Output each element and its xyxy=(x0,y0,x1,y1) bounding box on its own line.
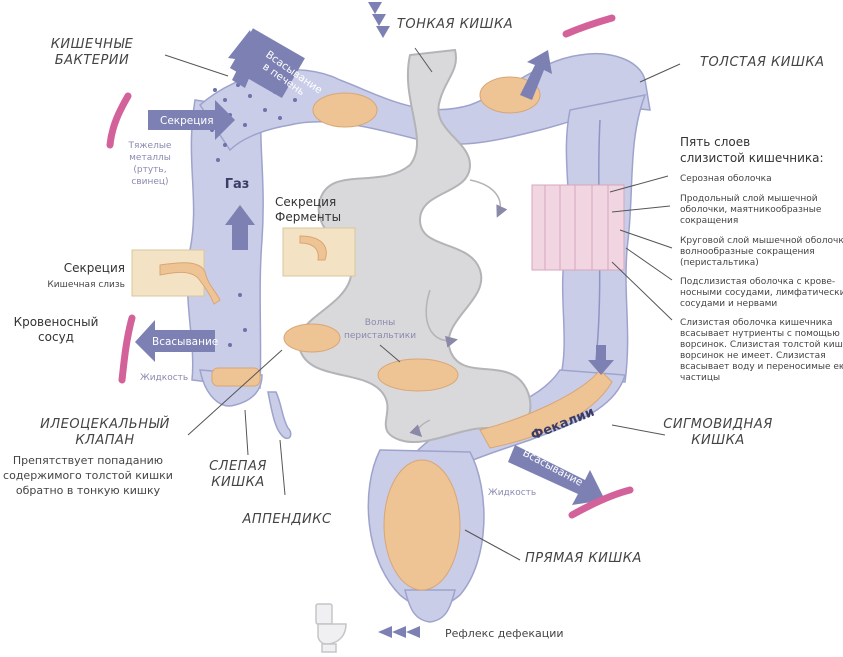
label-ileocecal-2: КЛАПАН xyxy=(75,433,134,448)
label-heavy-metals-4: свинец) xyxy=(131,177,168,187)
label-secretion-enzymes-1: Секреция xyxy=(275,195,336,209)
label-peristalsis-1: Волны xyxy=(365,318,395,328)
layer-serous: Серозная оболочка xyxy=(680,174,772,184)
mucosa-layers-band xyxy=(531,184,625,271)
label-fluid-left: Жидкость xyxy=(140,373,188,383)
label-small-intestine: ТОНКАЯ КИШКА xyxy=(397,17,513,32)
layer-circular-1: Круговой слой мышечной оболочки, xyxy=(680,236,843,246)
label-appendix: АППЕНДИКС xyxy=(241,512,332,527)
label-blood-vessel-2: сосуд xyxy=(38,330,74,344)
label-cecum-2: КИШКА xyxy=(211,475,264,490)
toilet-icon xyxy=(315,603,347,653)
layer-longitudinal-2: оболочки, маятникообразные xyxy=(680,205,822,215)
label-cecum-1: СЛЕПАЯ xyxy=(209,459,267,474)
vessel-mid-left xyxy=(118,314,136,384)
arrow-absorption-liver xyxy=(228,28,305,99)
flow-arrow-2 xyxy=(409,419,431,438)
arrow-gas xyxy=(225,205,255,250)
vessel-top-right xyxy=(562,14,616,38)
label-secretion-enzymes-2: Ферменты xyxy=(275,210,341,224)
layer-mucosa-2: всасывает нутриенты с помощью xyxy=(680,329,840,339)
layer-submucosa-1: Подслизистая оболочка с крове- xyxy=(680,277,835,287)
peristalsis-arrow xyxy=(425,289,458,348)
label-defecation-reflex: Рефлекс дефекации xyxy=(445,627,564,640)
arrow-absorption-left xyxy=(135,320,215,362)
label-fluid-right: Жидкость xyxy=(488,488,536,498)
label-ileocecal-1: ИЛЕОЦЕКАЛЬНЫЙ xyxy=(40,416,170,432)
label-blood-vessel-1: Кровеносный xyxy=(14,315,99,329)
chevrons-top xyxy=(368,2,390,38)
label-absorption-left: Всасывание xyxy=(152,336,218,348)
label-gut-bacteria-1: КИШЕЧНЫЕ xyxy=(51,37,134,52)
layer-longitudinal-1: Продольный слой мышечной xyxy=(680,194,818,204)
layer-circular-2: волнообразные сокращения xyxy=(680,247,815,257)
label-heavy-metals-1: Тяжелые xyxy=(128,141,172,151)
vessel-top-left xyxy=(106,92,132,149)
anal-canal xyxy=(404,589,456,623)
label-secretion-left: Секреция xyxy=(64,261,125,275)
feces-mass xyxy=(479,369,613,449)
layer-longitudinal-3: сокращения xyxy=(680,216,738,226)
chevrons-defecation xyxy=(378,626,420,638)
appendix xyxy=(267,391,292,440)
layer-mucosa-4: ворсинок не имеет. Слизистая xyxy=(680,351,826,361)
arrow-downward-colon xyxy=(588,345,614,375)
blood-vessels xyxy=(106,14,634,519)
label-sigmoid-1: СИГМОВИДНАЯ xyxy=(663,417,773,432)
vessel-bottom-right xyxy=(568,486,634,519)
layer-submucosa-2: носными сосудами, лимфатическими xyxy=(680,288,843,298)
label-secretion-top: Секреция xyxy=(160,115,214,127)
label-ileocecal-desc-1: Препятствует попаданию xyxy=(13,454,163,467)
arrow-secretion-top xyxy=(148,100,235,140)
label-ileocecal-desc-2: содержимого толстой кишки xyxy=(3,469,173,482)
layers-title-2: слизистой кишечника: xyxy=(680,151,824,165)
label-intestinal-mucus: Кишечная слизь xyxy=(47,280,125,290)
layer-mucosa-1: Слизистая оболочка кишечника xyxy=(680,318,833,328)
label-sigmoid-2: КИШКА xyxy=(691,433,744,448)
label-gas: Газ xyxy=(225,177,250,192)
flow-arrow xyxy=(469,179,508,218)
label-peristalsis-2: перистальтики xyxy=(344,331,416,341)
label-ileocecal-desc-3: обратно в тонкую кишку xyxy=(16,484,161,497)
layer-submucosa-3: сосудами и нервами xyxy=(680,299,777,309)
mucus-secretion-sample xyxy=(131,249,221,305)
label-gut-bacteria-2: БАКТЕРИИ xyxy=(55,53,129,68)
layer-mucosa-3: ворсинок. Слизистая толстой кишки xyxy=(680,340,843,350)
layer-mucosa-5: всасывает воду и переносимые ею xyxy=(680,362,843,372)
layers-title-1: Пять слоев xyxy=(680,135,750,149)
label-rectum: ПРЯМАЯ КИШКА xyxy=(525,551,642,566)
layer-circular-3: (перистальтика) xyxy=(680,258,759,268)
leader-lines xyxy=(164,47,681,561)
arrow-upward-colon xyxy=(520,50,552,100)
enzyme-secretion-sample xyxy=(282,227,356,277)
label-heavy-metals-3: (ртуть, xyxy=(133,165,166,175)
arrow-absorption-right xyxy=(508,445,605,505)
layer-mucosa-6: частицы xyxy=(680,373,720,383)
label-heavy-metals-2: металлы xyxy=(129,153,171,163)
label-large-intestine: ТОЛСТАЯ КИШКА xyxy=(700,55,825,70)
